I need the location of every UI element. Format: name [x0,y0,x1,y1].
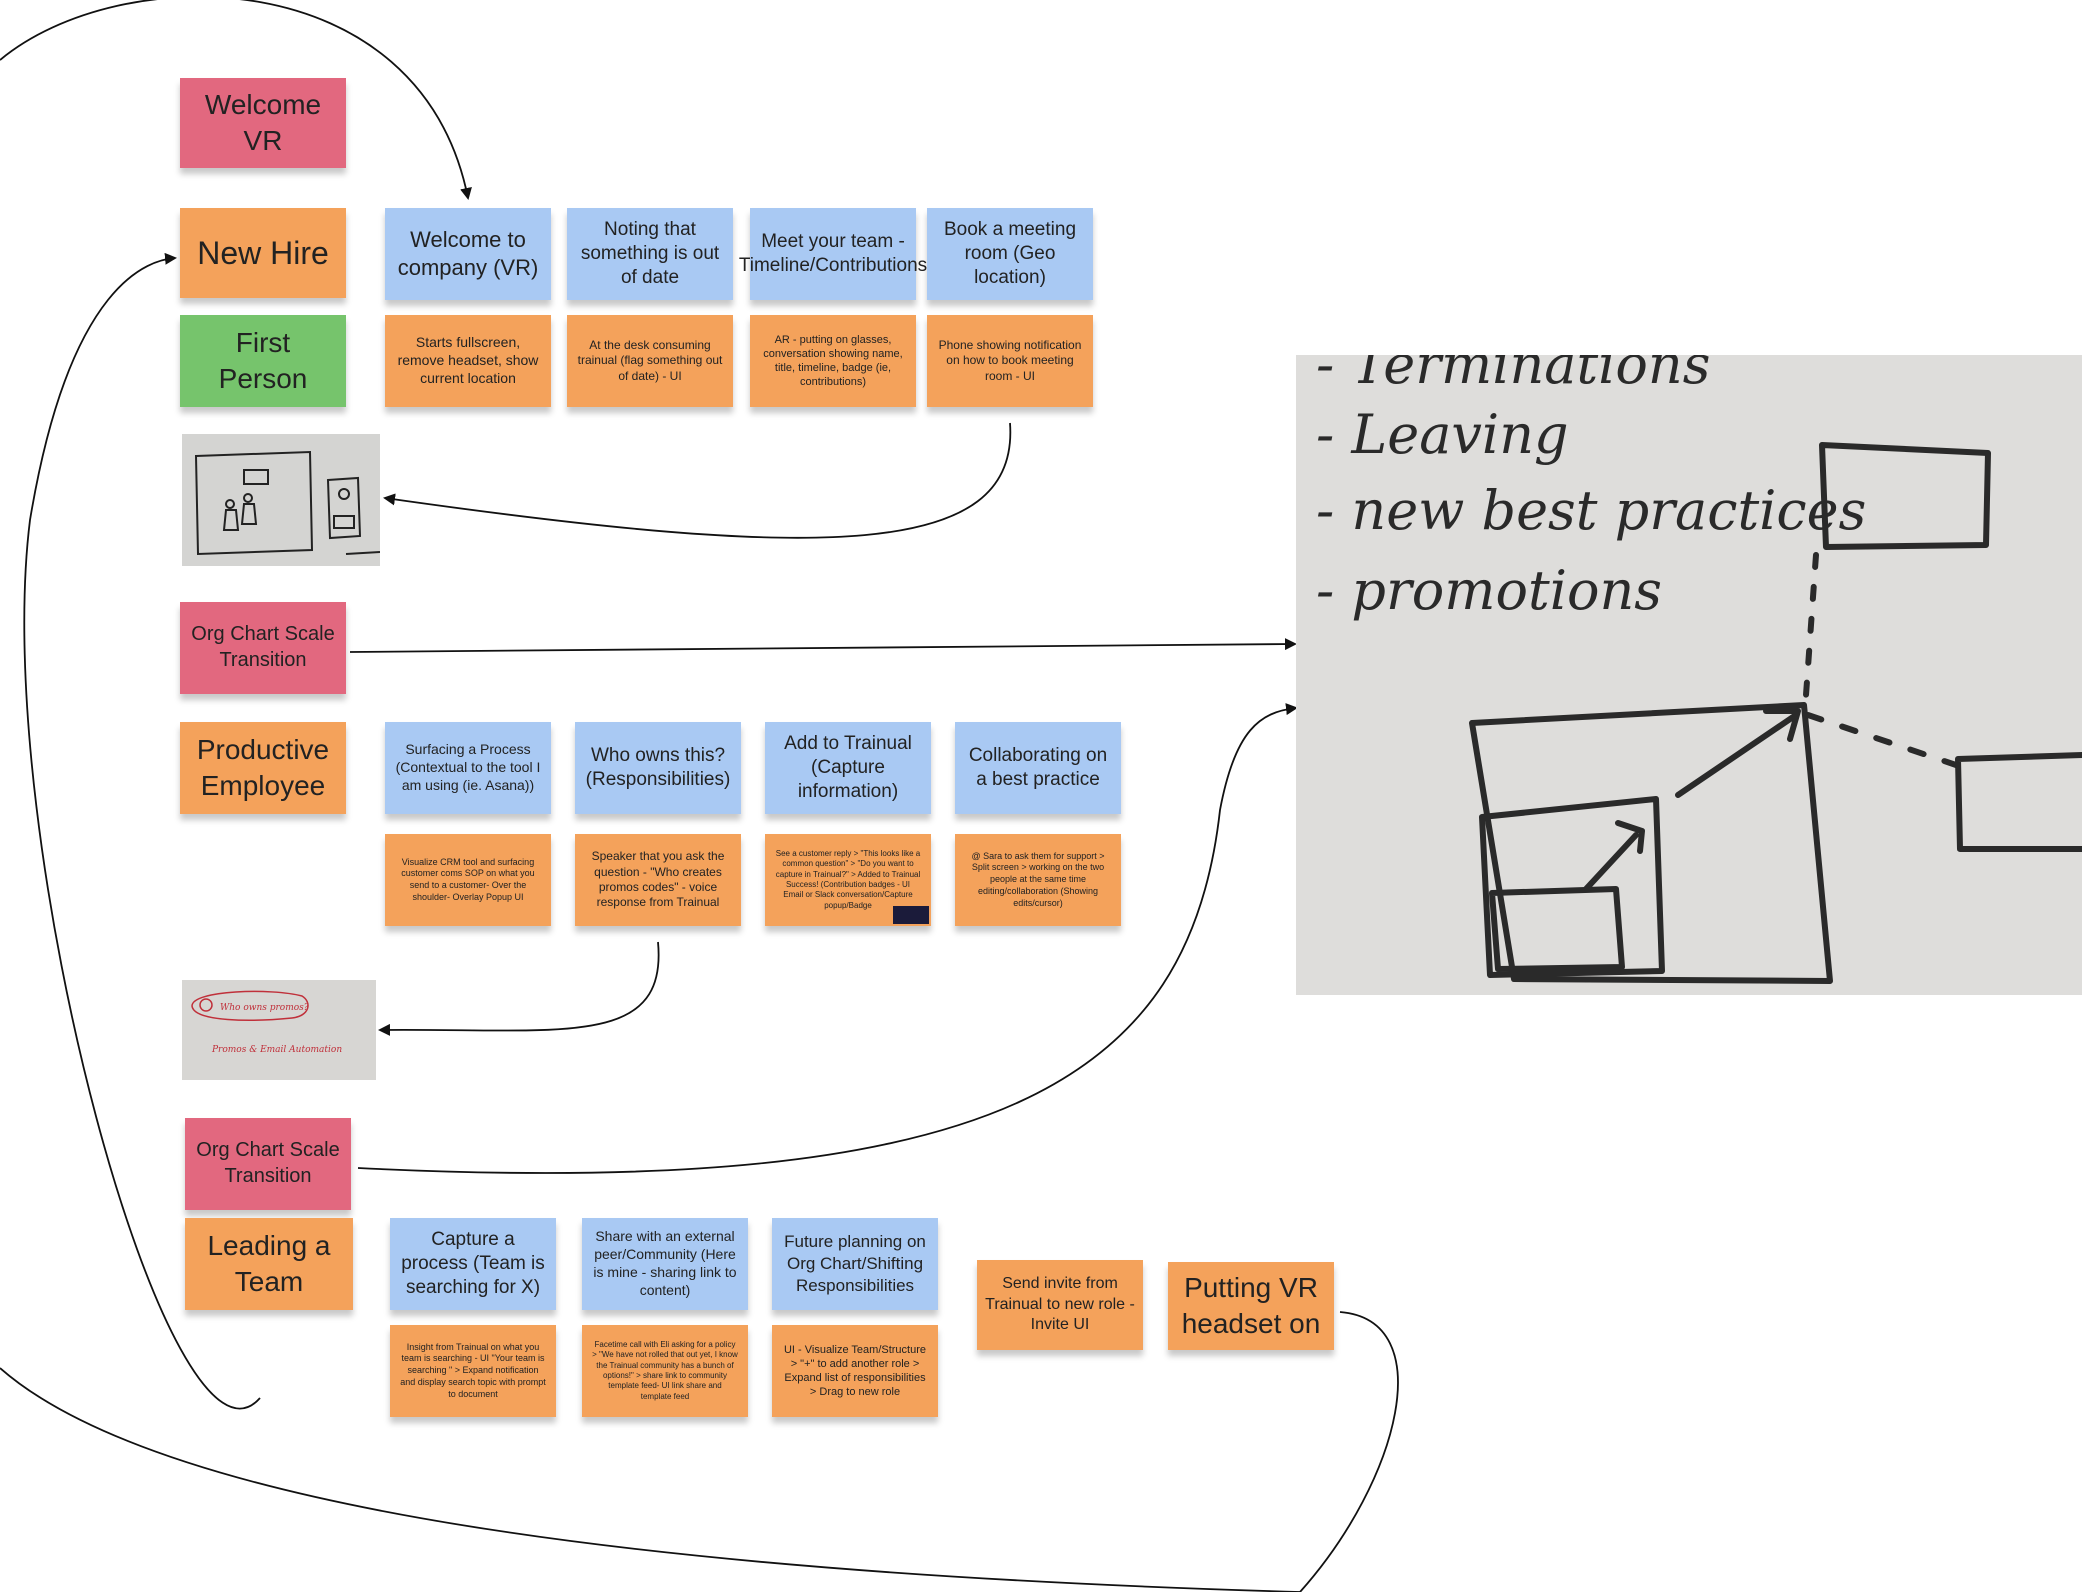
task-card-title[interactable]: Surfacing a Process (Contextual to the t… [385,722,551,814]
task-card-detail[interactable]: At the desk consuming trainual (flag som… [567,315,733,407]
sketch-text: Who owns promos? [220,1003,309,1013]
task-card-title[interactable]: Future planning on Org Chart/Shifting Re… [772,1218,938,1310]
sketch-photo-first-person [182,434,380,566]
connector-book-room-to-sketch [383,422,1012,539]
task-card-title[interactable]: Capture a process (Team is searching for… [390,1218,556,1310]
task-card-title[interactable]: Collaborating on a best practice [955,722,1121,814]
whiteboard-line: - Terminations [1316,355,1711,396]
task-card-detail-text: See a customer reply > "This looks like … [775,848,921,910]
label-leading-a-team[interactable]: Leading a Team [185,1218,353,1310]
whiteboard-line: - new best practices [1316,479,1867,542]
connector-loop-to-new-hire [23,252,261,1410]
connector-vr-headset-out [1299,1311,1399,1592]
task-card-title[interactable]: Noting that something is out of date [567,208,733,300]
label-welcome-vr[interactable]: Welcome VR [180,78,346,168]
whiteboard-line: - promotions [1316,559,1662,622]
task-card-title[interactable]: Add to Trainual (Capture information) [765,722,931,814]
task-card-detail[interactable]: Phone showing notification on how to boo… [927,315,1093,407]
task-card-detail[interactable]: UI - Visualize Team/Structure > "+" to a… [772,1325,938,1417]
sketch-drawing: Who owns promos? Promos & Email Automati… [191,990,342,1055]
connector-org-chart-1-to-whiteboard [349,638,1297,653]
putting-vr-headset-note[interactable]: Putting VR headset on [1168,1262,1334,1350]
task-card-detail[interactable]: Visualize CRM tool and surfacing custome… [385,834,551,926]
task-card-title[interactable]: Who owns this? (Responsibilities) [575,722,741,814]
task-card-detail[interactable]: Facetime call with Eli asking for a poli… [582,1325,748,1417]
connector-who-owns-to-sketch [378,941,660,1036]
task-card-title[interactable]: Book a meeting room (Geo location) [927,208,1093,300]
sketch-photo-who-owns: Who owns promos? Promos & Email Automati… [182,980,376,1080]
label-org-chart-transition-2[interactable]: Org Chart Scale Transition [185,1118,351,1210]
connector-org-chart-2-to-whiteboard [357,703,1298,1174]
label-new-hire[interactable]: New Hire [180,208,346,298]
task-card-detail[interactable]: Speaker that you ask the question - "Who… [575,834,741,926]
video-thumbnail-icon [893,906,929,924]
label-first-person[interactable]: First Person [180,315,346,407]
whiteboard-photo: - Terminations - Leaving - new best prac… [1296,355,2082,995]
send-invite-note[interactable]: Send invite from Trainual to new role - … [977,1260,1143,1350]
task-card-title[interactable]: Meet your team - Timeline/Contributions [739,208,927,300]
whiteboard-line: - Leaving [1316,403,1569,466]
label-org-chart-transition-1[interactable]: Org Chart Scale Transition [180,602,346,694]
task-card-title[interactable]: Welcome to company (VR) [385,208,551,300]
task-card-detail[interactable]: @ Sara to ask them for support > Split s… [955,834,1121,926]
sketch-text: Promos & Email Automation [211,1045,342,1055]
label-productive-employee[interactable]: Productive Employee [180,722,346,814]
task-card-detail[interactable]: AR - putting on glasses, conversation sh… [750,315,916,407]
task-card-detail[interactable]: See a customer reply > "This looks like … [765,834,931,926]
connector-top-to-welcome [0,0,472,200]
task-card-detail[interactable]: Insight from Trainual on what you team i… [390,1325,556,1417]
whiteboard-sketch [1469,442,2082,984]
task-card-detail[interactable]: Starts fullscreen, remove headset, show … [385,315,551,407]
connector-loop-left-bottom [0,1367,1301,1592]
sketch-drawing [194,450,380,556]
task-card-title[interactable]: Share with an external peer/Community (H… [582,1218,748,1310]
